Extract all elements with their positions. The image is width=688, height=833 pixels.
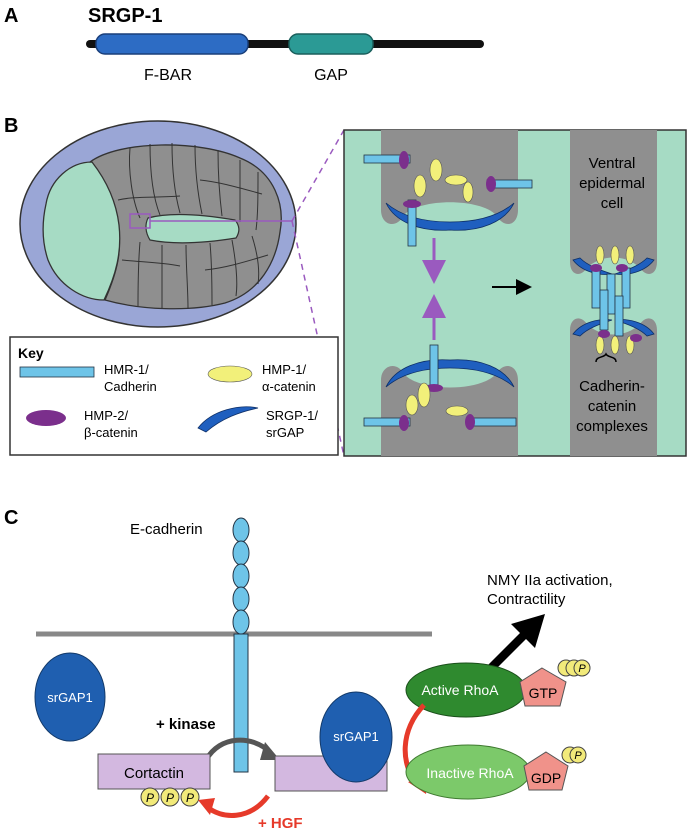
ventral-cleft bbox=[145, 213, 240, 244]
gap-label: GAP bbox=[314, 67, 348, 84]
svg-text:P: P bbox=[578, 663, 586, 675]
active-rhoa-label: Active RhoA bbox=[421, 682, 499, 698]
ventral-label-2: epidermal bbox=[579, 175, 645, 192]
key-srgp1-l2: srGAP bbox=[266, 425, 304, 440]
svg-text:P: P bbox=[186, 791, 194, 805]
srgap1-bound bbox=[319, 691, 393, 783]
svg-text:P: P bbox=[146, 791, 154, 805]
nmy-label-2: Contractility bbox=[487, 591, 566, 608]
cortactin-label: Cortactin bbox=[124, 765, 184, 782]
key-srgap-symbol bbox=[197, 406, 259, 433]
junction-complexes bbox=[590, 245, 642, 355]
panel-c: C E-cadherin srGAP1 + kinase Cortactin P… bbox=[4, 507, 613, 832]
panel-b-letter: B bbox=[4, 115, 18, 137]
srgap1-free-label: srGAP1 bbox=[47, 690, 93, 705]
e-cadherin: E-cadherin bbox=[130, 517, 250, 773]
svg-text:P: P bbox=[166, 791, 174, 805]
key-srgp1-l1: SRGP-1/ bbox=[266, 408, 318, 423]
key-beta-symbol bbox=[26, 410, 66, 426]
complex-label-3: complexes bbox=[576, 418, 648, 435]
gdp-phospho: P bbox=[561, 746, 587, 764]
cell-top-right bbox=[570, 130, 657, 274]
fbar-label: F-BAR bbox=[144, 67, 192, 84]
key-hmp2-l2: β-catenin bbox=[84, 425, 138, 440]
gtp-label: GTP bbox=[529, 685, 558, 701]
svg-text:P: P bbox=[574, 750, 582, 762]
gtp-phospho: P bbox=[557, 659, 591, 677]
ventral-label-3: cell bbox=[601, 195, 624, 212]
nmy-label-1: NMY IIa activation, bbox=[487, 572, 613, 589]
panel-c-letter: C bbox=[4, 507, 18, 529]
embryo bbox=[19, 120, 297, 328]
key-legend: Key HMR-1/ Cadherin HMP-1/ α-catenin HMP… bbox=[9, 336, 339, 456]
gtp-pentagon bbox=[519, 667, 567, 707]
gdp-pentagon bbox=[523, 751, 569, 791]
panel-a: A SRGP-1 F-BAR GAP bbox=[4, 5, 484, 84]
cell-bottom-right bbox=[570, 318, 657, 456]
panel-b: B bbox=[4, 115, 687, 457]
zoom-dash-top bbox=[291, 129, 345, 222]
srgap1-bound-label: srGAP1 bbox=[333, 729, 379, 744]
kinase-label: + kinase bbox=[156, 716, 216, 733]
key-hmp2-l1: HMP-2/ bbox=[84, 408, 128, 423]
srgp1-title: SRGP-1 bbox=[88, 5, 162, 27]
key-hmr1-l2: Cadherin bbox=[104, 379, 157, 394]
cortactin-phospho: P P P bbox=[140, 787, 200, 807]
zoom-panel: Ventral epidermal cell Cadherin- catenin… bbox=[343, 129, 687, 457]
embryo-anterior bbox=[42, 161, 121, 301]
key-hmr1-l1: HMR-1/ bbox=[104, 362, 149, 377]
srgap1-free bbox=[34, 652, 106, 742]
key-cadherin-symbol bbox=[19, 366, 95, 378]
ecad-tail bbox=[233, 633, 249, 773]
inactive-rhoa-label: Inactive RhoA bbox=[426, 765, 514, 781]
complex-label-2: catenin bbox=[588, 398, 636, 415]
gap-domain bbox=[288, 33, 374, 55]
panel-a-letter: A bbox=[4, 5, 18, 27]
hgf-label: + HGF bbox=[258, 815, 303, 832]
ventral-label-1: Ventral bbox=[589, 155, 636, 172]
complex-label-1: Cadherin- bbox=[579, 378, 645, 395]
key-box bbox=[9, 336, 339, 456]
key-title: Key bbox=[18, 345, 44, 361]
fbar-domain bbox=[95, 33, 249, 55]
key-hmp1-l2: α-catenin bbox=[262, 379, 316, 394]
ecad-label: E-cadherin bbox=[130, 521, 203, 538]
key-hmp1-l1: HMP-1/ bbox=[262, 362, 306, 377]
gdp-label: GDP bbox=[531, 770, 561, 786]
cortactin-box bbox=[97, 753, 211, 790]
complex-brace bbox=[595, 352, 617, 363]
hgf-arrow bbox=[204, 794, 270, 818]
key-alpha-symbol bbox=[207, 365, 253, 383]
hgf-arrowhead bbox=[198, 798, 215, 815]
nmy-arrow bbox=[487, 614, 545, 672]
